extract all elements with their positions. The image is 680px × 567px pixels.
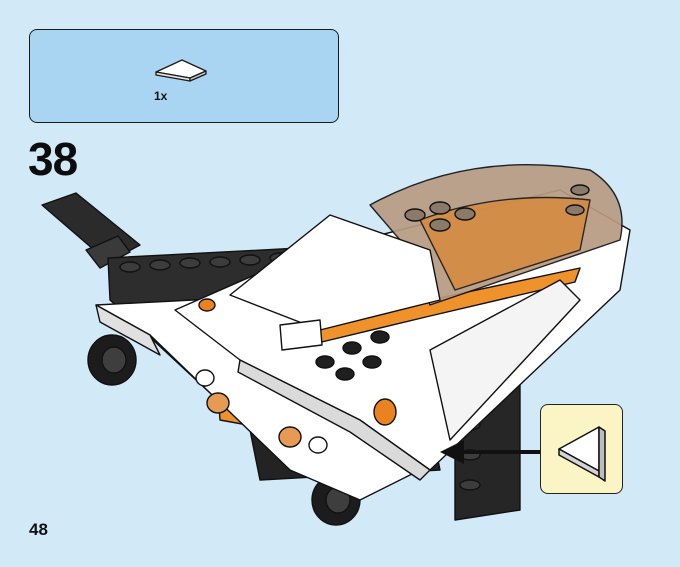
parts-callout: 1x: [29, 29, 339, 123]
white-wedge-tile-icon: [155, 59, 207, 82]
page-number: 48: [29, 520, 48, 539]
step-number: 38: [28, 133, 78, 185]
part-quantity: 1x: [154, 89, 168, 103]
white-wedge-tile-detail-icon: [558, 426, 606, 482]
pointer-arrow-icon: [440, 440, 540, 464]
detail-callout: [540, 404, 623, 494]
